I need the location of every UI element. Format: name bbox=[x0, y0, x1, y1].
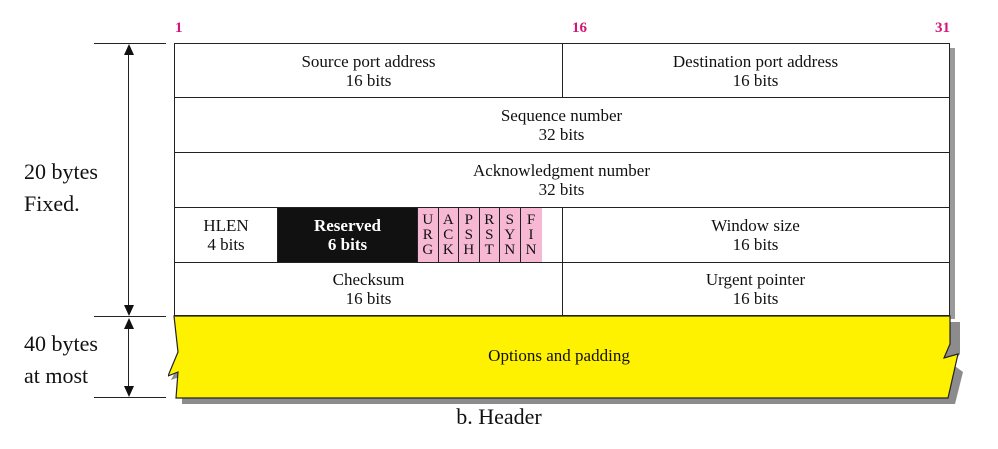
source-port-field: Source port address 16 bits bbox=[175, 44, 562, 97]
window-size-field: Window size 16 bits bbox=[562, 208, 948, 262]
flag-letter: T bbox=[484, 241, 494, 258]
dimension-middle-line bbox=[94, 316, 166, 317]
flag-psh: P S H bbox=[458, 208, 479, 262]
options-size-line1: 40 bytes bbox=[24, 331, 98, 356]
reserved-field: Reserved 6 bits bbox=[277, 208, 417, 262]
options-fill bbox=[166, 315, 959, 399]
options-size-line2: at most bbox=[24, 363, 89, 388]
checksum-size: 16 bits bbox=[345, 289, 392, 308]
window-size-size: 16 bits bbox=[732, 235, 779, 254]
options-block: Options and padding bbox=[166, 314, 968, 411]
dimension-top-line bbox=[94, 43, 166, 44]
bit-position-middle: 16 bbox=[572, 20, 587, 36]
acknowledgment-number-field: Acknowledgment number 32 bits bbox=[175, 153, 948, 207]
urgent-pointer-size: 16 bits bbox=[732, 289, 779, 308]
row-ports: Source port address 16 bits Destination … bbox=[174, 43, 950, 98]
destination-port-field: Destination port address 16 bits bbox=[562, 44, 948, 97]
row-sequence: Sequence number 32 bits bbox=[174, 98, 950, 153]
flag-fin: F I N bbox=[519, 208, 542, 262]
flag-syn: S Y N bbox=[499, 208, 520, 262]
flag-letter: N bbox=[504, 241, 516, 258]
flag-urg: U R G bbox=[417, 208, 438, 262]
fixed-size-line1: 20 bytes bbox=[24, 159, 98, 184]
dimension-bottom-line bbox=[94, 397, 166, 398]
header-caption: b. Header bbox=[456, 404, 542, 429]
flag-letter: S bbox=[485, 226, 494, 243]
flag-letter: G bbox=[422, 241, 434, 258]
destination-port-size: 16 bits bbox=[732, 70, 779, 90]
options-span-line bbox=[128, 326, 129, 388]
bit-position-start: 1 bbox=[175, 20, 183, 36]
flag-letter: P bbox=[464, 211, 473, 228]
urgent-pointer-field: Urgent pointer 16 bits bbox=[562, 263, 948, 315]
source-port-name: Source port address bbox=[301, 51, 436, 71]
flag-letter: S bbox=[464, 226, 473, 243]
flag-letter: K bbox=[442, 241, 454, 258]
sequence-number-size: 32 bits bbox=[538, 125, 585, 144]
options-span-arrow-down bbox=[124, 386, 134, 397]
sequence-number-name: Sequence number bbox=[500, 106, 623, 125]
hlen-name: HLEN bbox=[203, 216, 249, 235]
flag-ack: A C K bbox=[437, 208, 458, 262]
row-acknowledgment: Acknowledgment number 32 bits bbox=[174, 153, 950, 208]
fixed-span-line bbox=[128, 52, 129, 308]
bit-position-end: 31 bbox=[935, 20, 950, 36]
urgent-pointer-name: Urgent pointer bbox=[705, 270, 806, 289]
options-span-arrow-up bbox=[124, 318, 134, 329]
reserved-name: Reserved bbox=[313, 216, 382, 235]
row-control: HLEN 4 bits Reserved 6 bits U R G A C K … bbox=[174, 208, 950, 263]
reserved-size: 6 bits bbox=[327, 235, 368, 254]
sequence-number-field: Sequence number 32 bits bbox=[175, 98, 948, 152]
fixed-size-label: 20 bytes Fixed. bbox=[24, 156, 98, 220]
acknowledgment-number-name: Acknowledgment number bbox=[472, 161, 651, 180]
flag-letter: Y bbox=[504, 226, 516, 243]
source-port-size: 16 bits bbox=[345, 70, 392, 90]
destination-port-name: Destination port address bbox=[672, 51, 839, 71]
hlen-size: 4 bits bbox=[207, 235, 245, 254]
flag-letter: U bbox=[422, 211, 434, 228]
flag-letter: C bbox=[443, 226, 454, 243]
row-checksum: Checksum 16 bits Urgent pointer 16 bits bbox=[174, 263, 950, 316]
flag-letter: F bbox=[526, 211, 536, 228]
flag-rst: R S T bbox=[478, 208, 499, 262]
fixed-size-line2: Fixed. bbox=[24, 191, 80, 216]
flag-letter: I bbox=[528, 226, 534, 243]
flag-letter: A bbox=[442, 211, 454, 228]
checksum-field: Checksum 16 bits bbox=[175, 263, 562, 315]
flag-letter: H bbox=[463, 241, 475, 258]
acknowledgment-number-size: 32 bits bbox=[538, 180, 585, 199]
fixed-span-arrow-down bbox=[124, 305, 134, 316]
fixed-span-arrow-up bbox=[124, 44, 134, 55]
options-shape bbox=[166, 315, 963, 404]
hlen-field: HLEN 4 bits bbox=[175, 208, 277, 262]
flag-letter: S bbox=[505, 211, 514, 228]
options-size-label: 40 bytes at most bbox=[24, 328, 98, 392]
window-size-name: Window size bbox=[711, 216, 800, 235]
flag-letter: R bbox=[422, 226, 433, 243]
checksum-name: Checksum bbox=[332, 270, 405, 289]
flag-letter: R bbox=[484, 211, 495, 228]
options-label: Options and padding bbox=[488, 346, 630, 365]
flag-letter: N bbox=[525, 241, 537, 258]
